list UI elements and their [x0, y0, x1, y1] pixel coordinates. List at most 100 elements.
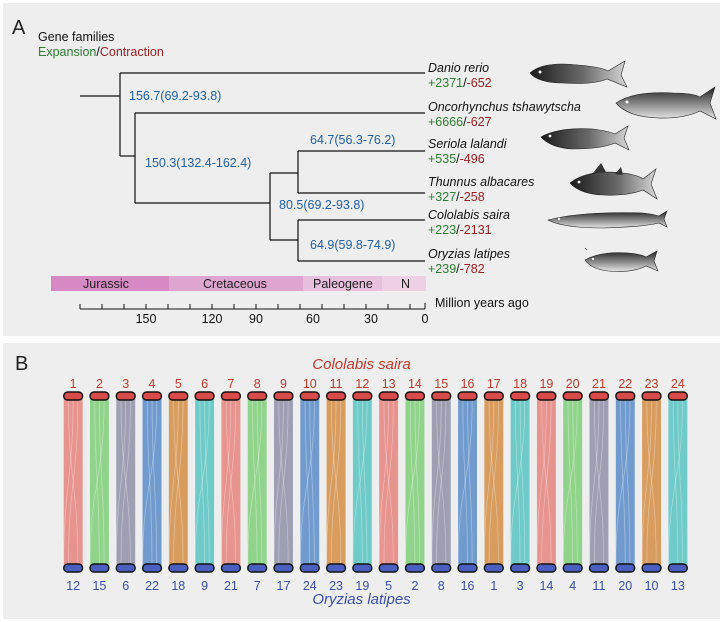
- synteny-texture: [431, 396, 442, 568]
- top-chromosome-label: 11: [330, 377, 343, 391]
- top-chromosome-bar: [325, 391, 347, 401]
- expansion-count: +6666: [428, 115, 464, 129]
- top-chromosome-label: 18: [513, 377, 527, 391]
- synteny-texture: [567, 396, 574, 568]
- expansion-count: +239: [428, 262, 457, 276]
- node-label-node5: 64.9(59.8-74.9): [310, 238, 396, 252]
- top-chromosome-bar: [115, 391, 136, 401]
- bottom-chromosome-bar: [562, 563, 583, 573]
- synteny-texture: [620, 396, 626, 568]
- contraction-count: -652: [466, 76, 492, 90]
- synteny-texture: [352, 396, 368, 568]
- top-chromosome-label: 7: [227, 377, 234, 391]
- bottom-chromosome-label: 17: [277, 579, 291, 593]
- top-chromosome-label: 4: [149, 377, 156, 391]
- bottom-chromosome-bar: [352, 563, 373, 573]
- synteny-texture: [309, 396, 315, 568]
- legend-slash: /: [96, 45, 100, 59]
- node-label-node3: 80.5(69.2-93.8): [279, 198, 365, 212]
- synteny-texture: [488, 396, 499, 568]
- synteny-texture: [94, 396, 100, 568]
- bottom-chromosome-bar: [62, 563, 84, 573]
- synteny-ribbon: [300, 397, 320, 567]
- bottom-chromosome-label: 1: [490, 579, 497, 593]
- synteny-texture: [641, 396, 652, 568]
- expansion-count: +2371: [428, 76, 464, 90]
- top-chromosome-bar: [62, 391, 84, 401]
- species-counts-oncorhynchus: +6666/-627: [428, 115, 492, 129]
- oncorhynchus-fish-icon: [615, 86, 717, 120]
- synteny-ribbon: [89, 397, 109, 567]
- tick-150: 150: [136, 312, 157, 326]
- era-paleogene: [303, 276, 382, 291]
- bottom-chromosome-label: 21: [224, 579, 238, 593]
- synteny-texture: [562, 396, 578, 568]
- top-chromosome-label: 8: [254, 377, 261, 391]
- era-label-jurassic: Jurassic: [83, 277, 129, 291]
- top-chromosome-bar: [431, 391, 452, 401]
- synteny-ribbon: [326, 397, 346, 567]
- top-chromosome-bar: [641, 391, 662, 401]
- top-chromosome-label: 2: [96, 377, 103, 391]
- species-name-seriola: Seriola lalandi: [428, 137, 507, 151]
- synteny-texture: [361, 396, 368, 568]
- synteny-texture: [519, 396, 526, 568]
- bottom-chromosome-label: 11: [592, 579, 605, 593]
- bottom-chromosome-bar: [220, 563, 242, 573]
- synteny-texture: [462, 396, 468, 568]
- top-chromosome-bar: [562, 391, 583, 401]
- top-chromosome-bar: [220, 391, 242, 401]
- top-chromosome-label: 19: [539, 377, 553, 391]
- bottom-chromosome-label: 8: [438, 579, 445, 593]
- synteny-texture: [646, 396, 657, 568]
- bottom-chromosome-bar: [247, 563, 268, 573]
- bottom-chromosome-label: 22: [145, 579, 159, 593]
- top-chromosome-label: 17: [487, 377, 501, 391]
- bottom-chromosome-label: 12: [66, 579, 80, 593]
- top-chromosome-label: 20: [566, 377, 580, 391]
- synteny-plot: 1122153642251869721879171024112312191351…: [62, 377, 689, 593]
- legend-contraction: Contraction: [99, 45, 164, 59]
- top-chromosome-label: 23: [645, 377, 659, 391]
- synteny-texture: [173, 396, 184, 568]
- bottom-chromosome-bar: [667, 563, 689, 573]
- bottom-chromosome-label: 20: [618, 579, 632, 593]
- synteny-ribbon: [431, 397, 451, 567]
- bottom-chromosome-label: 7: [254, 579, 261, 593]
- synteny-texture: [405, 396, 421, 568]
- panel-letter-b: B: [15, 353, 29, 375]
- top-chromosome-bar: [536, 391, 557, 401]
- synteny-ribbon: [458, 397, 477, 567]
- synteny-texture: [221, 396, 232, 568]
- phylogenetic-tree: Jurassic Cretaceous Paleogene N 150 120 …: [51, 60, 717, 326]
- top-chromosome-label: 15: [434, 377, 448, 391]
- synteny-texture: [120, 396, 131, 568]
- synteny-texture: [68, 396, 79, 568]
- species-name-oryzias: Oryzias latipes: [428, 247, 510, 261]
- synteny-texture: [330, 396, 342, 568]
- synteny-ribbon: [405, 397, 425, 567]
- top-chromosome-bar: [667, 391, 689, 401]
- synteny-texture: [256, 396, 263, 568]
- top-chromosome-bar: [457, 391, 478, 401]
- node-label-root: 156.7(69.2-93.8): [129, 89, 222, 103]
- top-chromosome-label: 1: [70, 377, 77, 391]
- top-chromosome-label: 24: [671, 377, 685, 391]
- tick-30: 30: [364, 312, 378, 326]
- bottom-chromosome-bar: [641, 563, 662, 573]
- synteny-texture: [204, 396, 210, 568]
- top-chromosome-label: 14: [408, 377, 422, 391]
- bottom-chromosome-label: 10: [645, 579, 659, 593]
- synteny-texture: [68, 396, 79, 568]
- synteny-ribbon: [195, 397, 215, 567]
- species-name-oncorhynchus: Oncorhynchus tshawytscha: [428, 100, 581, 114]
- bottom-chromosome-label: 16: [461, 579, 475, 593]
- bottom-chromosome-label: 9: [201, 579, 208, 593]
- species-counts-cololabis: +223/-2131: [428, 223, 492, 237]
- synteny-texture: [646, 396, 657, 568]
- synteny-texture: [173, 396, 184, 568]
- synteny-texture: [436, 396, 447, 568]
- node-label-node4: 64.7(56.3-76.2): [310, 133, 396, 147]
- top-species-title: Cololabis saira: [312, 356, 411, 373]
